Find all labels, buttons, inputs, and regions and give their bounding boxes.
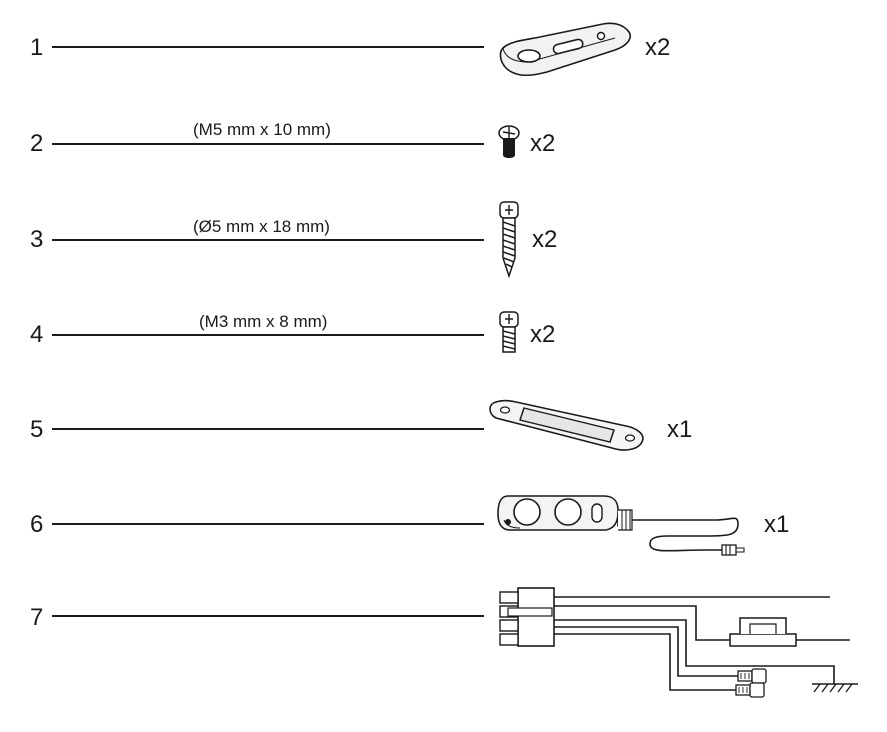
quantity-3: x2 — [532, 226, 558, 253]
remote-control-icon — [497, 495, 745, 556]
dimension-label-2: (M5 mm x 10 mm) — [193, 120, 331, 139]
quantity-2: x2 — [530, 130, 556, 157]
small-screw-icon — [499, 311, 519, 353]
part-number-2: 2 — [30, 130, 44, 157]
leader-line-6 — [52, 523, 484, 525]
dimension-label-3: (Ø5 mm x 18 mm) — [193, 217, 330, 236]
dimension-label-4: (M3 mm x 8 mm) — [199, 312, 328, 331]
part-number-6: 6 — [30, 511, 44, 538]
leader-line-5 — [52, 428, 484, 430]
part-number-5: 5 — [30, 416, 44, 443]
leader-line-1 — [52, 46, 484, 48]
leader-line-3 — [52, 239, 484, 241]
short-screw-icon — [498, 125, 520, 158]
part-number-7: 7 — [30, 604, 44, 631]
part-number-1: 1 — [30, 34, 44, 61]
quantity-4: x2 — [530, 321, 556, 348]
leader-line-2 — [52, 143, 484, 145]
leader-line-7 — [52, 615, 484, 617]
mounting-plate-icon — [499, 22, 631, 77]
quantity-1: x2 — [645, 34, 671, 61]
quantity-5: x1 — [667, 416, 693, 443]
wiring-harness-icon — [499, 587, 858, 698]
part-number-3: 3 — [30, 226, 44, 253]
wood-screw-icon — [499, 201, 519, 279]
leader-line-4 — [52, 334, 484, 336]
quantity-6: x1 — [764, 511, 790, 538]
bracket-icon — [489, 399, 644, 451]
part-number-4: 4 — [30, 321, 44, 348]
